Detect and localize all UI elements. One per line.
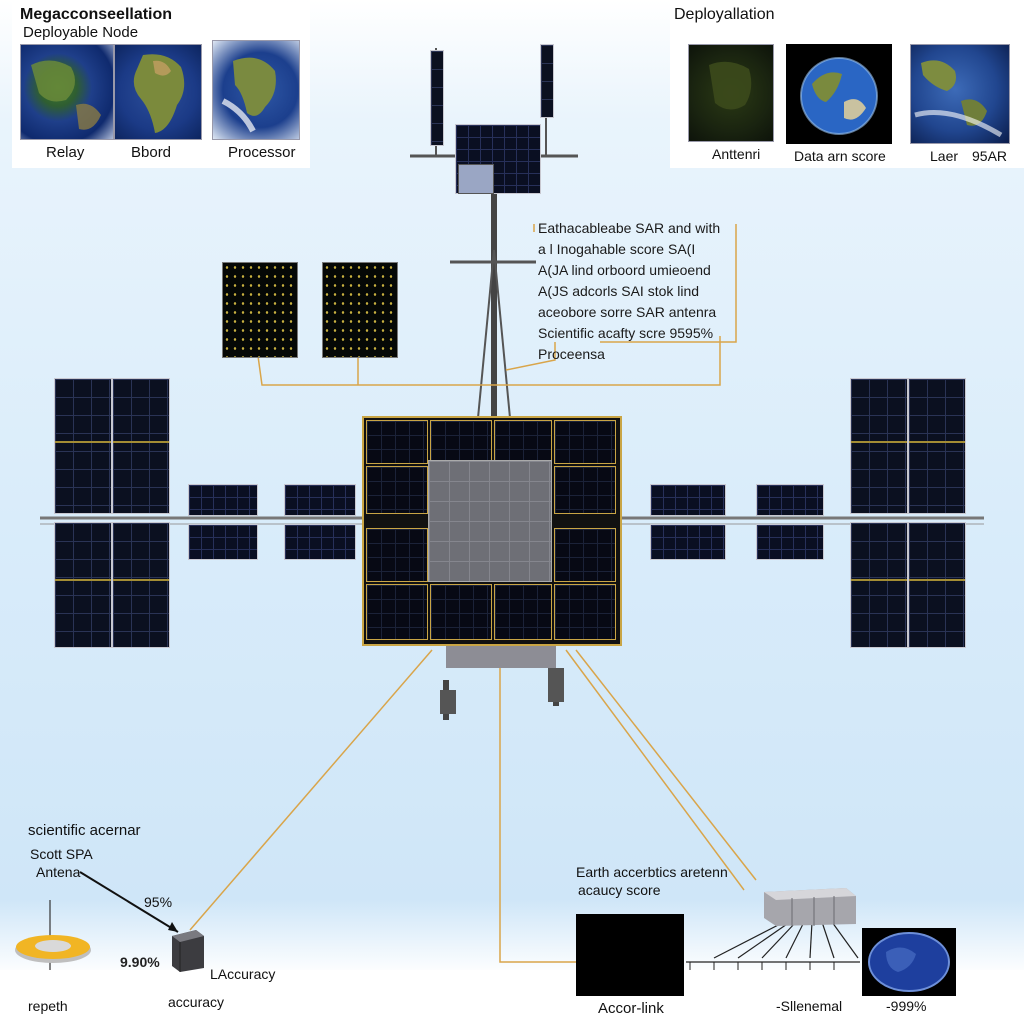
solar-panel-left-inner (188, 484, 258, 516)
callout-line: Proceensa (538, 346, 605, 362)
mast-head-panel (455, 124, 541, 194)
ground-station-box (576, 914, 684, 996)
header-left-subtitle: Deployable Node (23, 24, 139, 41)
mast-solar-panel (430, 50, 444, 146)
solar-wing-left-outer (112, 522, 170, 648)
grid-panel-right (322, 262, 398, 358)
bottom-right-box-label: Accor-link (598, 1000, 664, 1017)
header-right-title: Deployallation (674, 6, 775, 23)
bottom-left-pct-a: 95% (144, 894, 173, 910)
bottom-left-depth: repeth (28, 998, 68, 1014)
header-right-item-data: Data arn score (794, 148, 886, 164)
body-panel (430, 420, 492, 464)
lower-strut (548, 668, 564, 702)
antenna-ring-icon (14, 932, 92, 964)
header-left-title: Megacconseellation (20, 6, 173, 23)
earth-globe-icon (862, 928, 956, 996)
header-right-item-laer: Laer (930, 148, 959, 164)
bottom-left-pct-b: 9.90% (120, 954, 160, 970)
callout-line: aceobore sorre SAR antenra (538, 304, 717, 320)
solar-wing-right-outer (908, 522, 966, 648)
solar-panel-left-inner (284, 484, 356, 516)
relay-module-icon (762, 884, 858, 928)
header-left-item-bbord: Bbord (131, 144, 172, 161)
body-panel (494, 420, 552, 464)
bottom-right-pct: -999% (886, 998, 927, 1014)
body-panel (366, 466, 428, 514)
body-panel (554, 466, 616, 514)
body-panel (366, 420, 428, 464)
bottom-left-heading: scientific acernar (28, 822, 141, 839)
solar-wing-right-outer (850, 378, 908, 514)
header-left-item-processor: Processor (228, 144, 296, 161)
solar-panel-left-inner (284, 524, 356, 560)
header-right-item-antenna: Anttenri (712, 146, 761, 162)
callout-line: A(JA lind orboord umieoend (538, 262, 711, 278)
solar-panel-right-inner (756, 524, 824, 560)
header-right-item-sar: 95AR (972, 148, 1008, 164)
solar-panel-right-inner (756, 484, 824, 516)
body-core-module (428, 460, 552, 582)
bottom-left-label-1: Scott SPA (30, 846, 93, 862)
grid-panel-left (222, 262, 298, 358)
bottom-right-line-2: acaucy score (578, 882, 661, 898)
earth-globe-icon (910, 44, 1010, 144)
earth-globe-icon (688, 44, 774, 142)
body-panel (430, 584, 492, 640)
body-panel (366, 528, 428, 582)
earth-globe-icon (212, 40, 300, 140)
solar-wing-right-outer (908, 378, 966, 514)
bottom-left-accuracy-b: accuracy (168, 994, 225, 1010)
body-panel (554, 420, 616, 464)
bottom-band (0, 970, 1024, 1024)
sensor-box-icon (170, 926, 206, 972)
callout-line: a l Inogahable score SA(I (538, 241, 696, 257)
bottom-left-label-2: Antena (36, 864, 81, 880)
callout-line: Eathacableabe SAR and with (538, 220, 721, 236)
body-panel (554, 584, 616, 640)
earth-globe-icon (786, 44, 892, 144)
solar-wing-right-outer (850, 522, 908, 648)
solar-wing-left-outer (54, 522, 112, 648)
solar-panel-right-inner (650, 524, 726, 560)
mast-solar-panel (540, 44, 554, 118)
solar-wing-left-outer (54, 378, 112, 514)
solar-panel-right-inner (650, 484, 726, 516)
mast-head-box (458, 164, 494, 194)
callout-text: Eathacableabe SAR and with a l Inogahabl… (538, 218, 720, 365)
bottom-right-mid-label: -Sllenemal (776, 998, 843, 1014)
solar-panel-left-inner (188, 524, 258, 560)
body-panel (554, 528, 616, 582)
bottom-left-accuracy-a: LAccuracy (210, 966, 276, 982)
earth-globe-icon (114, 44, 202, 140)
solar-wing-left-outer (112, 378, 170, 514)
callout-line: A(JS adcorls SAI stok lind (538, 283, 700, 299)
body-panel (366, 584, 428, 640)
header-left-item-relay: Relay (46, 144, 85, 161)
body-panel (494, 584, 552, 640)
bottom-right-line-1: Earth accerbtics aretenn (576, 864, 728, 880)
callout-line: Scientific acafty scre 9595% (538, 325, 714, 341)
earth-globe-icon (20, 44, 114, 140)
lower-strut (440, 690, 456, 714)
